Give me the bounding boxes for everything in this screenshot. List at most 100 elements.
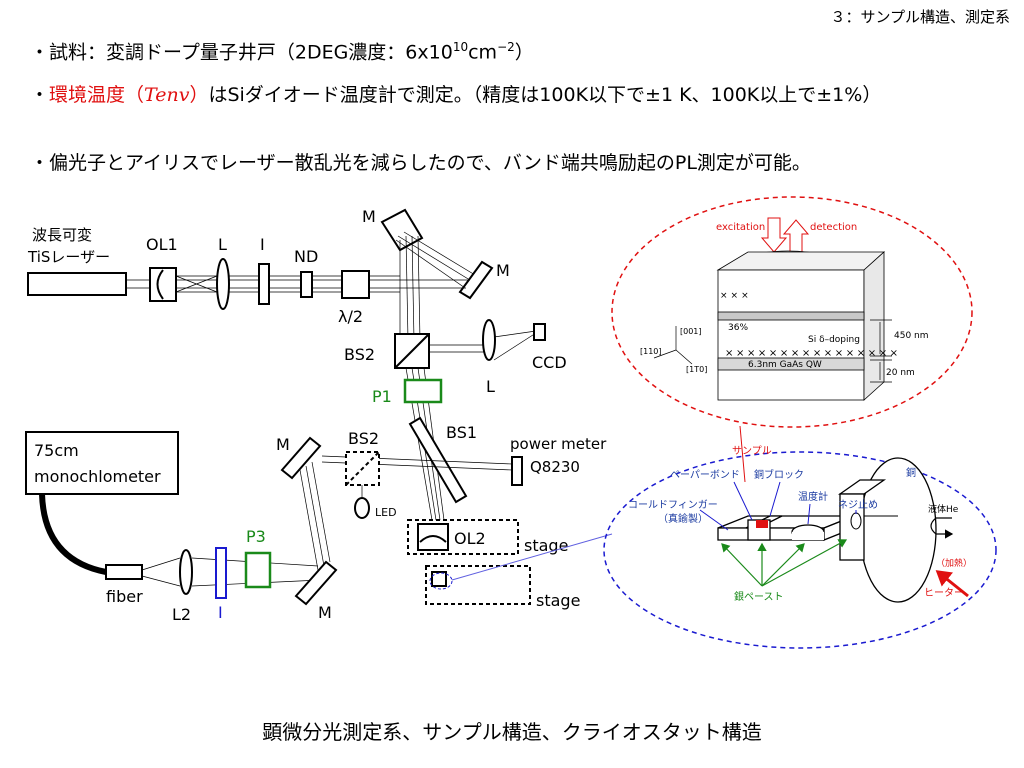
- mono-label-2: monochlometer: [34, 467, 161, 486]
- copper-label: 銅: [906, 466, 916, 479]
- ol1-label: OL1: [146, 235, 178, 254]
- lens-l-label: L: [218, 235, 227, 254]
- heater-arrow: [935, 570, 969, 598]
- iris-i: [258, 263, 270, 305]
- mirror-top-label: M: [362, 207, 376, 226]
- paper-bond-label: ペーパーボンド: [670, 469, 740, 481]
- stage-upper-label: stage: [524, 536, 568, 555]
- liquid-he-arrow: [930, 517, 954, 539]
- laser-label-1: 波長可変: [32, 226, 92, 244]
- mirror-lower-left-label: M: [276, 435, 290, 454]
- laser-label-2: TiSレーザー: [27, 248, 110, 266]
- nd-filter: [300, 271, 313, 298]
- objective-ol2: [417, 523, 449, 551]
- mirror-right-label: M: [496, 261, 510, 280]
- al-fraction-label: 36%: [728, 323, 748, 333]
- cryostat-body: [717, 457, 937, 603]
- lambda2-label: λ/2: [338, 307, 363, 326]
- doping-marks: ××××××××××××××××: [725, 348, 901, 359]
- nd-label: ND: [294, 247, 318, 266]
- mirror-bottom-label: M: [318, 603, 332, 622]
- beam-right: [400, 279, 470, 289]
- axis-001-label: [001]: [680, 327, 702, 336]
- power-meter: [511, 456, 523, 486]
- detection-arrow: [782, 219, 810, 253]
- excitation-arrow: [760, 217, 788, 253]
- cold-finger-label-1: コールドフィンガー: [628, 499, 718, 511]
- fiber-cable: [39, 493, 107, 575]
- laser: [27, 272, 127, 296]
- beam-return: [299, 461, 331, 571]
- bullet-temperature: ・環境温度（Tenv）はSiダイオード温度計で測定。（精度は100K以下で±1 …: [30, 84, 882, 106]
- connector-red: [739, 425, 746, 483]
- excitation-label: excitation: [716, 222, 765, 233]
- power-meter-label-1: power meter: [510, 435, 607, 453]
- bs2-lower-label: BS2: [348, 429, 379, 448]
- lens-l-ccd-label: L: [486, 377, 495, 396]
- doping-marks-side: ×××: [720, 291, 752, 301]
- lens-l-ccd: [482, 319, 496, 361]
- detection-label: detection: [810, 222, 857, 233]
- beamsplitter-bs2-upper: [394, 333, 430, 369]
- ccd-label: CCD: [532, 353, 567, 372]
- thermometer-label: 温度計: [798, 490, 828, 503]
- tenv-symbol: Tenv: [144, 84, 190, 106]
- cryo-screw: [850, 512, 862, 530]
- fiber-label: fiber: [106, 587, 143, 606]
- qw-label: 6.3nm GaAs QW: [748, 360, 822, 370]
- leader-lines-blue: [699, 481, 857, 531]
- beamsplitter-bs1: [408, 416, 468, 504]
- sample-holder: [431, 571, 447, 587]
- sample-block: [716, 251, 886, 401]
- mirror-lower-left: [280, 436, 322, 480]
- silver-paste-label: 銀ペースト: [734, 590, 784, 603]
- mono-label-1: 75cm: [34, 441, 79, 460]
- cryo-sample-label: サンプル: [732, 445, 772, 457]
- heating-label: （加熱）: [936, 557, 972, 569]
- power-meter-label-2: Q8230: [530, 458, 580, 476]
- d20-label: 20 nm: [886, 368, 915, 378]
- mirror-right: [458, 260, 494, 300]
- beamsplitter-bs2-lower: [345, 451, 380, 486]
- ol2-label: OL2: [454, 529, 486, 548]
- cryostat-ellipse: [603, 451, 997, 649]
- lens-l2: [179, 549, 193, 595]
- figure-caption: 顕微分光測定系、サンプル構造、クライオスタット構造: [262, 720, 762, 744]
- ccd: [533, 323, 546, 341]
- beam-fiber: [141, 557, 321, 587]
- fiber-coupler: [105, 564, 143, 580]
- section-header: ３：サンプル構造、測定系: [830, 8, 1010, 26]
- axis-110-label: [110]: [640, 347, 662, 356]
- p3-label: P3: [246, 527, 266, 546]
- p1-label: P1: [372, 387, 392, 406]
- crystal-axes: [653, 326, 693, 365]
- connector-blue: [451, 533, 613, 581]
- leader-lines-green: [721, 539, 848, 587]
- iris-i-blue: [215, 547, 227, 599]
- liquid-he-label: 液体He: [928, 503, 959, 515]
- stage-lower: [425, 565, 531, 605]
- polarizer-p3: [244, 551, 272, 589]
- cryo-sample-chip: [756, 520, 768, 528]
- d450-label: 450 nm: [894, 331, 929, 341]
- bs2-upper-label: BS2: [344, 345, 375, 364]
- cold-finger-label-2: （真鍮製）: [658, 512, 708, 525]
- led: [354, 497, 370, 519]
- l2-label: L2: [172, 605, 191, 624]
- dimension-markers: [870, 319, 892, 383]
- led-label: LED: [375, 506, 397, 519]
- heater-label: ヒーター: [924, 587, 964, 599]
- polarizer-p1: [403, 378, 443, 404]
- stage-lower-label: stage: [536, 591, 580, 610]
- half-wave-plate: [341, 270, 370, 299]
- doping-label: Si δ–doping: [808, 335, 860, 345]
- copper-block-label: 銅ブロック: [754, 468, 804, 481]
- bullet-polarizer: ・偏光子とアイリスでレーザー散乱光を減らしたので、バンド端共鳴励起のPL測定が可…: [30, 152, 811, 174]
- mirror-bottom: [294, 560, 338, 606]
- beam-focus: [175, 275, 218, 293]
- sample-structure-ellipse: [611, 196, 973, 428]
- iris-i-blue-label: I: [218, 603, 223, 622]
- bs1-label: BS1: [446, 423, 477, 442]
- objective-ol1: [149, 267, 177, 302]
